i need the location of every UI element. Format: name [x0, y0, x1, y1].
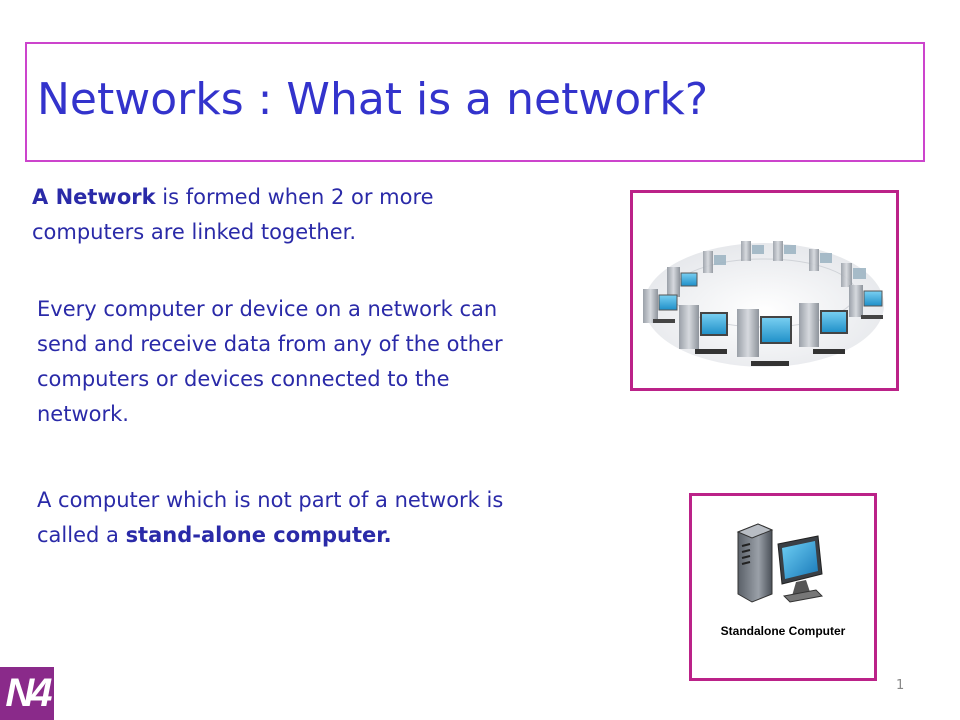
paragraph-definition: A Network is formed when 2 or more compu…: [32, 180, 552, 250]
network-illustration: [630, 190, 899, 391]
title-box: Networks : What is a network?: [25, 42, 925, 162]
paragraph-standalone: A computer which is not part of a networ…: [37, 483, 507, 553]
page-number: 1: [896, 678, 905, 693]
standalone-text: A computer which is not part of a networ…: [37, 488, 504, 547]
definition-text: is formed when 2 or more computers are l…: [32, 185, 434, 244]
term-network: A Network: [32, 185, 156, 209]
standalone-computer-icon: [736, 523, 824, 603]
paragraph-data-sharing: Every computer or device on a network ca…: [37, 297, 503, 426]
n4-logo: N4: [0, 667, 54, 720]
slide-title: Networks : What is a network?: [37, 74, 709, 125]
standalone-illustration: Standalone Computer: [689, 493, 877, 681]
standalone-caption: Standalone Computer: [720, 624, 846, 638]
network-computers-icon: [643, 241, 884, 367]
term-standalone: stand-alone computer.: [125, 523, 392, 547]
